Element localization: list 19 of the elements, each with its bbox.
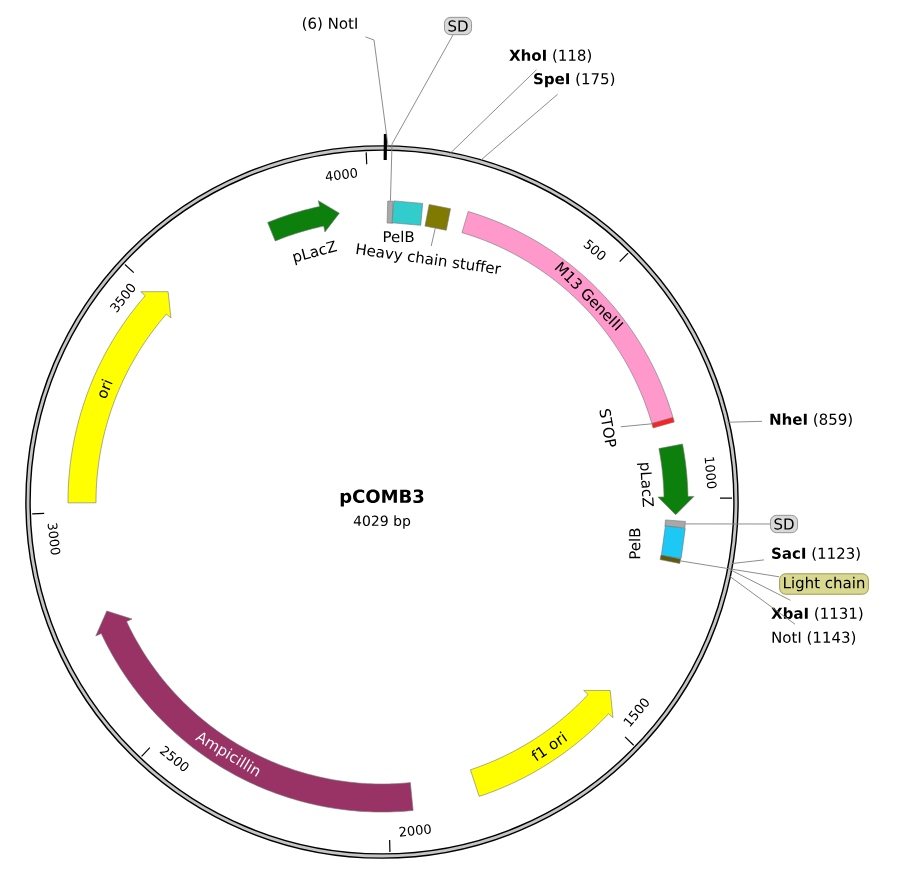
feature-box xyxy=(424,204,451,231)
leader-line xyxy=(390,34,454,202)
leader-line xyxy=(730,559,765,565)
leader-line xyxy=(430,227,436,247)
leader-line xyxy=(449,69,537,155)
leader-line xyxy=(620,423,653,428)
feature-box xyxy=(659,554,681,564)
feature-box xyxy=(386,200,394,224)
leader-line xyxy=(729,569,791,601)
plasmid-name: pCOMB3 xyxy=(340,489,424,507)
leader-line xyxy=(365,36,389,148)
leader-line xyxy=(727,420,763,423)
leader-line xyxy=(728,575,796,625)
plasmid-backbone xyxy=(25,145,739,859)
leader-line xyxy=(479,93,559,162)
leader-line xyxy=(680,560,780,578)
feature-box xyxy=(664,519,686,529)
leader-line xyxy=(685,523,771,525)
feature-box xyxy=(651,417,675,429)
